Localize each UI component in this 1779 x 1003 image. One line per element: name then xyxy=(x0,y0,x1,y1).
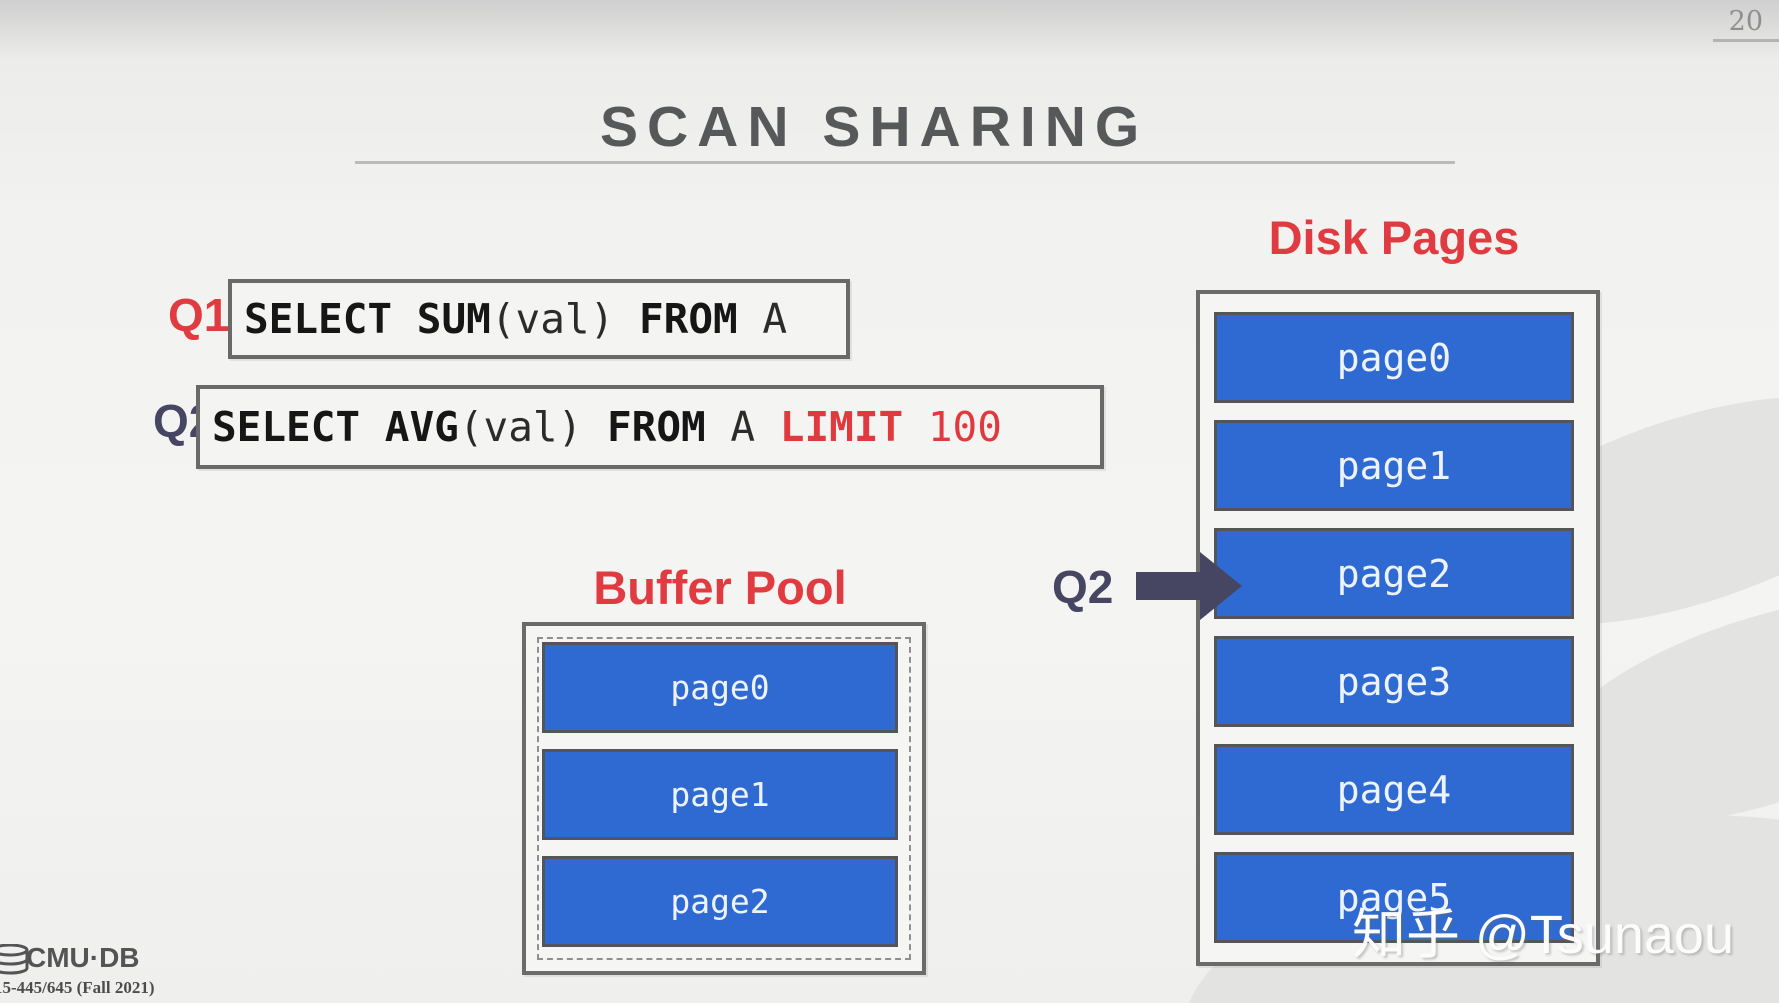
disk-page-row: page0 xyxy=(1214,312,1574,403)
arrow-right-icon xyxy=(1136,552,1242,620)
buffer-page-label: page1 xyxy=(670,775,770,814)
page-number-underline xyxy=(1713,39,1779,42)
query-box-q2: SELECT AVG(val) FROM A LIMIT 100 xyxy=(196,385,1104,469)
course-label: 15-445/645 (Fall 2021) xyxy=(0,978,155,997)
buffer-pool-box: page0 page1 page2 xyxy=(522,622,926,975)
disk-page-label: page3 xyxy=(1336,659,1452,704)
watermark-text: 知乎 @Tsunaou xyxy=(1352,905,1734,965)
disk-page-row: page1 xyxy=(1214,420,1574,511)
disk-pages-heading: Disk Pages xyxy=(1268,211,1520,264)
disk-page-row: page2 xyxy=(1214,528,1574,619)
buffer-page-row: page1 xyxy=(542,749,898,840)
query-label-q1: Q1 xyxy=(168,289,230,341)
title-underline xyxy=(355,161,1455,164)
buffer-frame-dashed-border xyxy=(537,637,911,960)
sql-keyword: SELECT xyxy=(244,295,417,343)
sql-text: (val) xyxy=(458,403,607,451)
buffer-pool-heading: Buffer Pool xyxy=(593,561,847,614)
disk-page-row: page4 xyxy=(1214,744,1574,835)
sql-keyword: FROM xyxy=(638,295,763,343)
buffer-page-row: page0 xyxy=(542,642,898,733)
disk-page-row: page3 xyxy=(1214,636,1574,727)
cmu-db-brand: CMU·DB xyxy=(26,942,140,973)
disk-page-label: page5 xyxy=(1336,875,1452,920)
sql-keyword: SUM xyxy=(416,295,491,343)
page-number: 20 xyxy=(1728,6,1763,37)
buffer-page-label: page0 xyxy=(670,668,770,707)
disk-page-label: page0 xyxy=(1336,335,1452,380)
disk-page-label: page2 xyxy=(1336,551,1452,596)
buffer-page-label: page2 xyxy=(670,882,770,921)
page-title: SCAN SHARING xyxy=(600,95,1149,159)
buffer-page-row: page2 xyxy=(542,856,898,947)
sql-limit-value: 100 xyxy=(927,403,1002,451)
disk-pages-box: page0 page1 page2 page3 page4 page5 xyxy=(1196,290,1600,966)
database-icon xyxy=(0,944,29,975)
sql-keyword: AVG xyxy=(384,403,459,451)
sql-keyword-limit: LIMIT xyxy=(779,403,928,451)
disk-page-label: page1 xyxy=(1336,443,1452,488)
query-box-q1: SELECT SUM(val) FROM A xyxy=(228,279,850,359)
sql-text: A xyxy=(762,295,788,343)
disk-page-row: page5 xyxy=(1214,852,1574,943)
sql-text: (val) xyxy=(490,295,639,343)
disk-page-label: page4 xyxy=(1336,767,1452,812)
sql-text: A xyxy=(730,403,780,451)
sql-keyword: FROM xyxy=(606,403,731,451)
sql-keyword: SELECT xyxy=(212,403,385,451)
pointer-label-q2: Q2 xyxy=(1052,561,1114,613)
